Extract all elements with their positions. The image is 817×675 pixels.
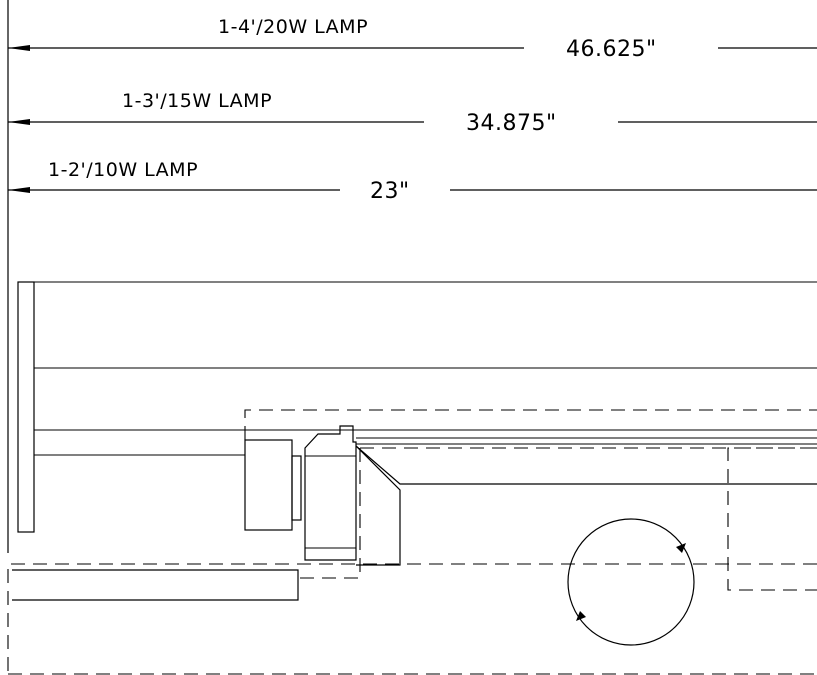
dimension-arrow-3ft	[8, 119, 30, 125]
ballast-outline	[727, 447, 817, 591]
dimension-value-2ft: 23"	[370, 179, 410, 204]
lamp-socket	[244, 439, 302, 531]
dimension-value-4ft: 46.625"	[566, 37, 657, 62]
dimension-3ft-lamp: 1-3'/15W LAMP 34.875"	[8, 90, 817, 136]
dimension-4ft-lamp: 1-4'/20W LAMP 46.625"	[8, 16, 817, 62]
dimension-arrow-4ft	[8, 45, 30, 51]
reflector-profile	[355, 437, 817, 566]
rotation-arrow-top	[676, 543, 686, 553]
dimension-2ft-lamp: 1-2'/10W LAMP 23"	[8, 159, 817, 204]
dimension-arrow-2ft	[8, 187, 30, 193]
dimension-label-4ft: 1-4'/20W LAMP	[218, 16, 368, 38]
fixture-housing	[17, 281, 817, 533]
dimension-label-2ft: 1-2'/10W LAMP	[48, 159, 198, 181]
base-enclosure	[7, 563, 817, 675]
rotation-arrow-bottom	[576, 611, 586, 621]
lamp-envelope-outline	[244, 409, 817, 440]
dimension-label-3ft: 1-3'/15W LAMP	[122, 90, 272, 112]
wire-drop	[298, 448, 361, 579]
mounting-bracket	[12, 569, 299, 601]
knockout-circle	[567, 518, 695, 646]
dimension-value-3ft: 34.875"	[466, 111, 557, 136]
lamp-holder	[304, 425, 357, 561]
